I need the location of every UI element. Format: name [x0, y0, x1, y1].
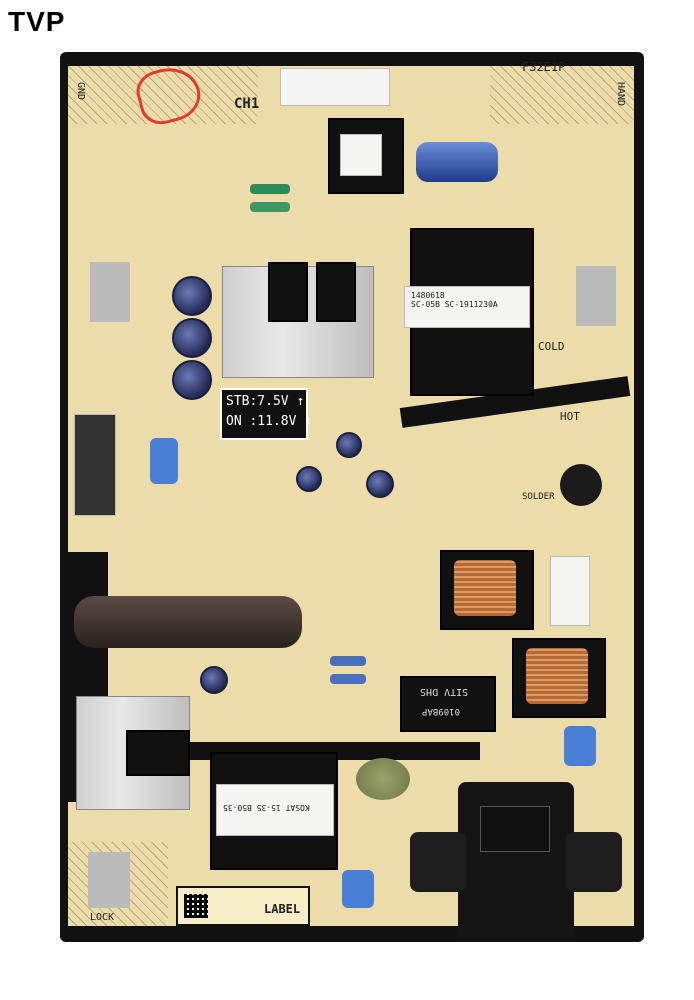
board-code: F32E1P — [522, 60, 566, 74]
main-transformer-label: 1480618 SC-05B SC-1911230A — [404, 286, 530, 328]
inlet-flange-left — [410, 832, 466, 892]
capacitor-4 — [336, 432, 362, 458]
voltage-stb: STB:7.5V ↑ — [226, 394, 305, 409]
gnd-label: GND — [75, 82, 86, 101]
bridge-rectifier-text: SITV DHS — [420, 686, 469, 697]
resistor-1 — [250, 184, 290, 194]
filter-coil-right — [526, 648, 588, 704]
capacitor-3 — [172, 360, 212, 400]
lock-label: LOCK — [90, 912, 115, 923]
varistor-round — [560, 464, 602, 506]
capacitor-7 — [200, 666, 228, 694]
filter-coil-left — [454, 560, 516, 616]
blue-component-3 — [342, 870, 374, 908]
disc-capacitor — [356, 758, 410, 800]
brand-watermark: TVP — [8, 6, 66, 37]
resistor-4 — [330, 674, 366, 684]
safety-capacitor — [550, 556, 590, 626]
main-bulk-capacitor — [74, 596, 302, 648]
capacitor-6 — [366, 470, 394, 498]
blue-component-2 — [564, 726, 596, 766]
cold-label: COLD — [538, 340, 565, 353]
left-connector-top — [90, 262, 130, 322]
resistor-3 — [330, 656, 366, 666]
left-connector — [74, 414, 116, 516]
connector-label-ch1: CH1 — [234, 96, 260, 112]
hand-label: HAND — [615, 82, 626, 107]
bottom-transformer-text: KOSAT 15-35 B50-35 — [223, 803, 310, 812]
voltage-on: ON :11.8V ↑ — [226, 414, 313, 429]
qr-code-icon — [184, 894, 208, 918]
resistor-2 — [250, 202, 290, 212]
bridge-rectifier-text2: 0109BAP — [422, 706, 460, 716]
bridge-rectifier: SITV DHS 0109BAP — [400, 676, 496, 732]
mosfet-right — [316, 262, 356, 322]
hatched-area-top-left — [68, 66, 258, 124]
right-connector-top — [576, 266, 616, 326]
bottom-transformer-label: KOSAT 15-35 B50-35 — [216, 784, 334, 836]
large-blue-capacitor — [416, 142, 498, 182]
voltage-label: STB:7.5V ↑ ON :11.8V ↑ — [220, 388, 312, 440]
bottom-left-connector — [88, 852, 130, 908]
capacitor-5 — [296, 466, 322, 492]
hatched-area-top-right — [490, 66, 634, 124]
inlet-flange-right — [566, 832, 622, 892]
capacitor-1 — [172, 276, 212, 316]
top-connector — [280, 68, 390, 106]
label-sticker-text: LABEL — [264, 902, 301, 916]
standby-transformer-core — [340, 134, 382, 176]
transistor-bottom-left — [126, 730, 190, 776]
power-switch — [480, 806, 550, 852]
main-transformer-text: 1480618 SC-05B SC-1911230A — [411, 291, 498, 309]
label-sticker: LABEL — [176, 886, 310, 926]
circuit-board: GND HAND F32E1P CH1 STB:7.5V ↑ ON :11.8V… — [60, 52, 644, 942]
blue-component-1 — [150, 438, 178, 484]
solder-label: SOLDER — [522, 492, 555, 502]
mosfet-left — [268, 262, 308, 322]
capacitor-2 — [172, 318, 212, 358]
hot-label: HOT — [560, 410, 580, 423]
